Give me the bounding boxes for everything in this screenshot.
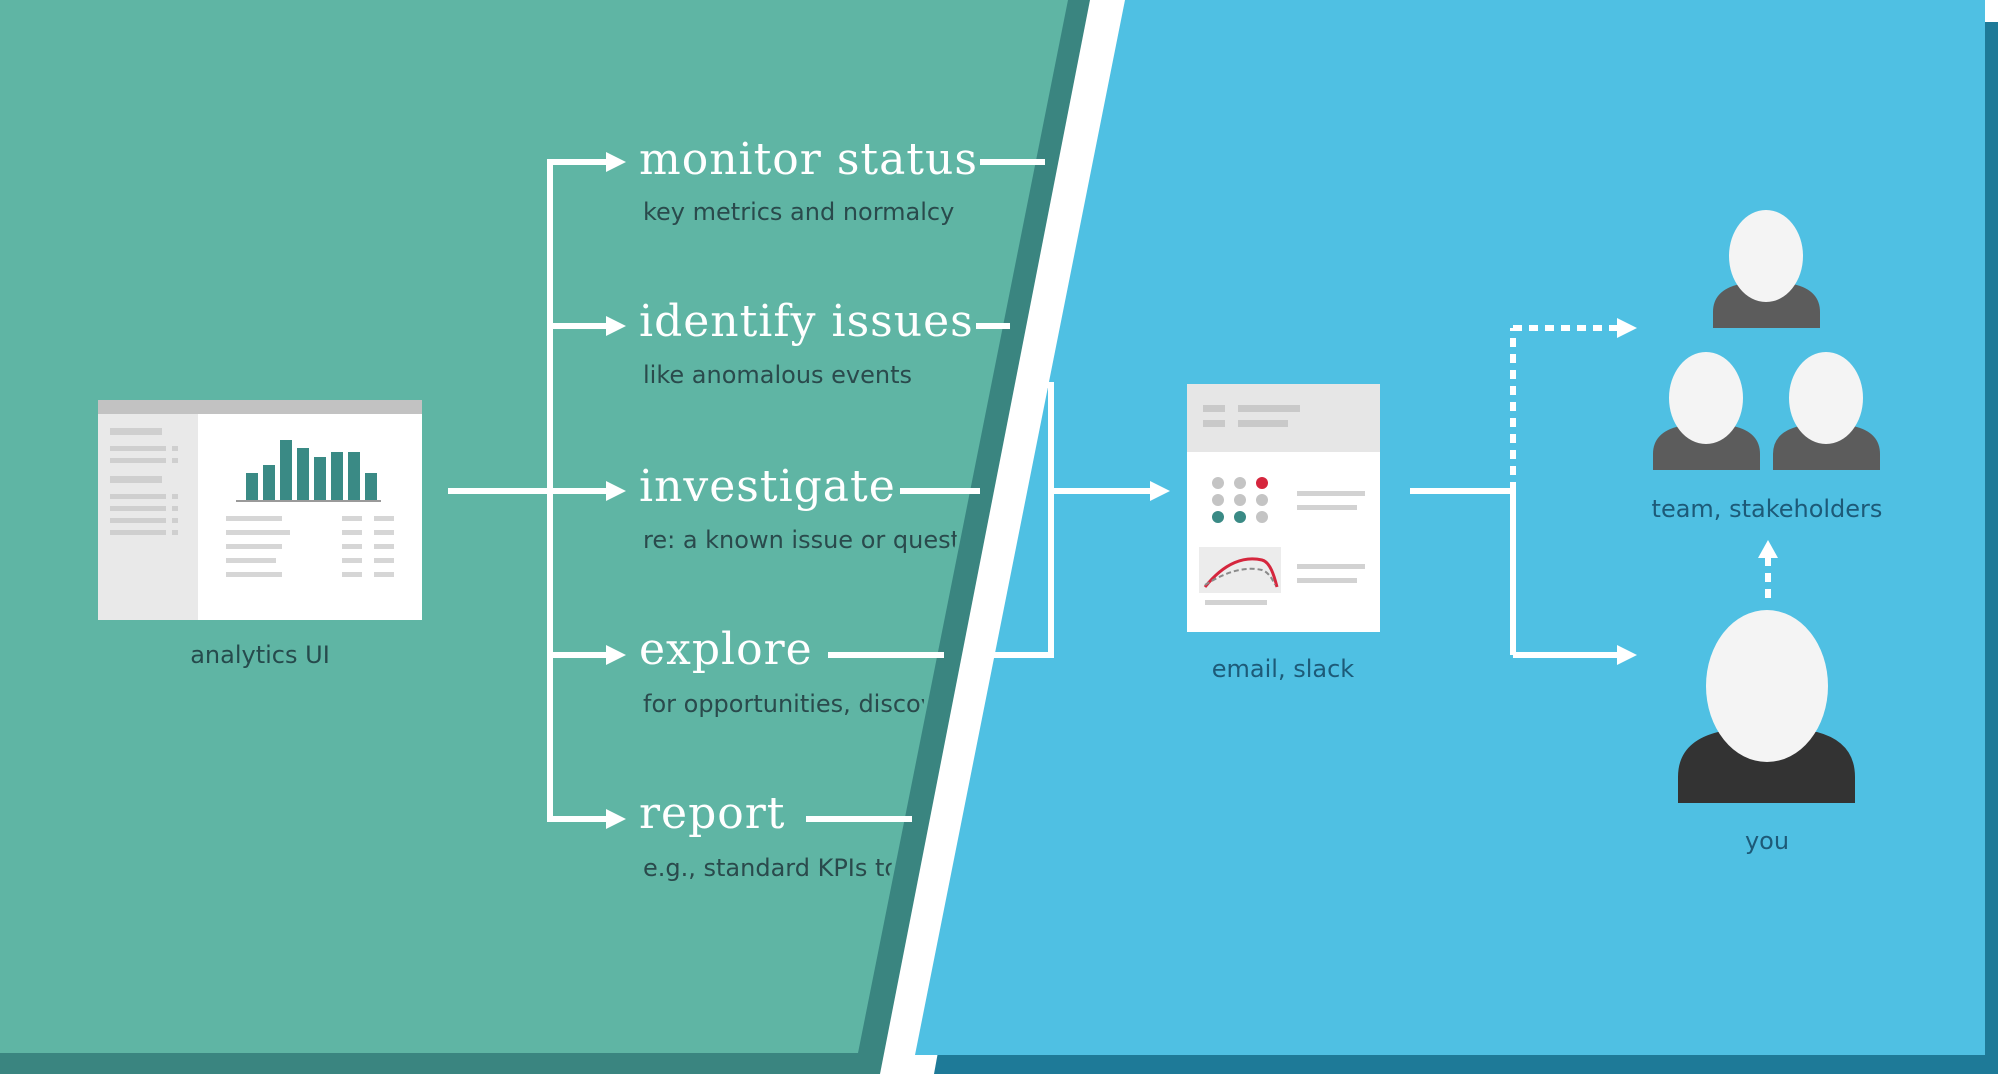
branch-subtitle-monitor: key metrics and normalcy	[643, 198, 955, 226]
branch-subtitle-investigate: re: a known issue or question	[643, 526, 997, 554]
caption-you: you	[1744, 827, 1790, 855]
arrowhead-you-to-team	[1758, 540, 1778, 558]
branch-title-monitor: monitor status	[639, 134, 978, 185]
arrowhead-monitor	[606, 152, 626, 172]
arrowhead-investigate	[606, 481, 626, 501]
collector-line	[985, 382, 1054, 658]
arrowhead-to-you	[1617, 645, 1637, 665]
person-silhouette-icon	[1678, 610, 1855, 803]
dashboard-bars	[246, 440, 377, 500]
branch-subtitle-identify: like anomalous events	[643, 361, 913, 389]
caption-analytics-ui: analytics UI	[190, 641, 330, 669]
caption-team: team, stakeholders	[1651, 495, 1883, 523]
arrowhead-to-team	[1617, 318, 1637, 338]
green-panel	[0, 0, 1068, 1053]
branch-subtitle-explore: for opportunities, discovery	[643, 690, 974, 718]
branch-title-identify: identify issues	[639, 296, 974, 347]
branch-title-investigate: investigate	[639, 461, 896, 512]
person-silhouette-icon	[1653, 352, 1760, 470]
status-dots	[1212, 477, 1268, 523]
person-silhouette-icon	[1713, 210, 1820, 328]
branch-title-report: report	[639, 788, 786, 839]
arrowhead-to-report	[1150, 481, 1170, 501]
branch-title-explore: explore	[639, 624, 813, 675]
person-silhouette-icon	[1773, 352, 1880, 470]
arrowhead-explore	[606, 645, 626, 665]
caption-email-slack: email, slack	[1211, 655, 1355, 683]
arrowhead-identify	[606, 316, 626, 336]
arrowhead-report	[606, 809, 626, 829]
